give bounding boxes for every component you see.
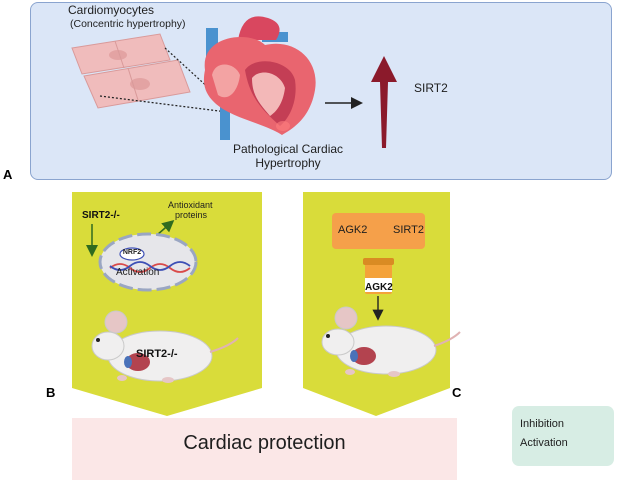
- mouse-b-illustration: [91, 310, 239, 383]
- pathology-label-line2: Hypertrophy: [255, 156, 321, 170]
- sirt2-knockout-label: SIRT2-/-: [82, 210, 120, 221]
- activation-label: Activation: [116, 267, 160, 278]
- cardiac-protection-box: [72, 418, 457, 480]
- legend-box: [512, 406, 614, 466]
- mouse-knockout-label: SIRT2-/-: [136, 348, 178, 360]
- cardiomyocytes-subtitle: (Concentric hypertrophy): [70, 18, 186, 30]
- legend-inhibition-label: Inhibition: [520, 418, 565, 430]
- antioxidant-label-line2: proteins: [175, 210, 208, 220]
- agk2-jar-illustration: [363, 258, 394, 294]
- cardiomyocytes-illustration: [71, 33, 191, 109]
- nrf2-label: NRF2: [122, 249, 142, 256]
- panel-a-letter: A: [3, 167, 13, 182]
- sirt2-label: SIRT2: [414, 81, 448, 95]
- agk2-sirt2-box: [332, 213, 425, 249]
- cardiomyocytes-title: Cardiomyocytes: [68, 3, 155, 17]
- agk2-jar-label: AGK2: [365, 282, 393, 293]
- cardiac-protection-label: Cardiac protection: [183, 432, 346, 454]
- antioxidant-label-line1: Antioxidant: [168, 200, 213, 210]
- pathology-label-line1: Pathological Cardiac: [232, 142, 344, 156]
- sirt2-up-arrow: [371, 56, 397, 148]
- mouse-c-illustration: [321, 306, 461, 377]
- agk2-inhibitor-label: AGK2: [338, 224, 368, 236]
- sirt2-target-label: SIRT2: [393, 224, 424, 236]
- heart-illustration: [203, 16, 316, 140]
- nucleus-illustration: [98, 232, 198, 292]
- panel-b-letter: B: [46, 385, 56, 400]
- legend-activation-label: Activation: [520, 437, 568, 449]
- panel-c-letter: C: [452, 385, 462, 400]
